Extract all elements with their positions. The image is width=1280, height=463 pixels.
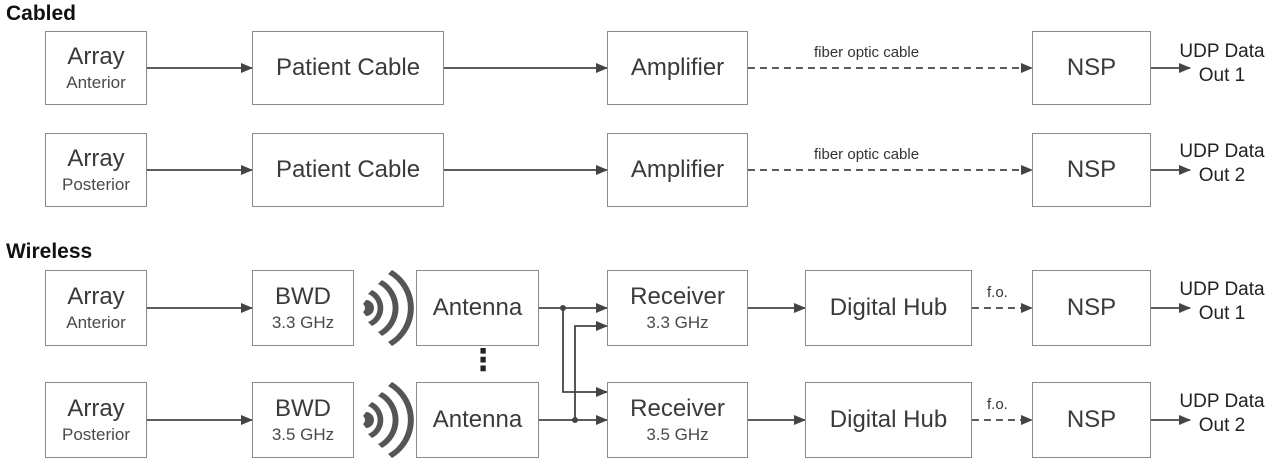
receiver-label: Receiver — [630, 283, 725, 310]
array-box: Array Posterior — [45, 133, 147, 207]
nsp-box: NSP — [1032, 133, 1151, 207]
bwd-frequency-label: 3.3 GHz — [271, 312, 335, 332]
patient-cable-box: Patient Cable — [252, 31, 444, 105]
fo-label: f.o. — [987, 396, 1008, 413]
fiber-optic-label: fiber optic cable — [814, 146, 920, 163]
antenna2-to-receiver1 — [574, 321, 608, 420]
digital-hub-label: Digital Hub — [829, 294, 948, 322]
udp-output-line1: UDP Data — [1179, 391, 1265, 412]
antenna-label: Antenna — [432, 294, 523, 322]
amplifier-label: Amplifier — [630, 156, 725, 184]
array-position-label: Anterior — [66, 312, 126, 332]
udp-output-label: UDP Data Out 1 — [1167, 278, 1277, 326]
receiver-box: Receiver 3.3 GHz — [607, 270, 748, 346]
array-position-label: Anterior — [66, 72, 126, 92]
antenna-box: Antenna — [416, 382, 539, 458]
nsp-box: NSP — [1032, 382, 1151, 458]
nsp-label: NSP — [1066, 294, 1117, 322]
receiver-box: Receiver 3.5 GHz — [607, 382, 748, 458]
nsp-box: NSP — [1032, 31, 1151, 105]
digital-hub-label: Digital Hub — [829, 406, 948, 434]
udp-output-line1: UDP Data — [1179, 279, 1265, 300]
more-antennas-ellipsis: ⋮ — [468, 344, 498, 377]
array-position-label: Posterior — [61, 174, 131, 194]
udp-output-line2: Out 1 — [1198, 64, 1246, 86]
wireless-signal-icon — [363, 270, 414, 346]
receiver-frequency-label: 3.3 GHz — [646, 312, 709, 332]
antenna1-to-receiver2 — [562, 308, 608, 397]
junction-dot — [572, 417, 578, 423]
digital-hub-box: Digital Hub — [805, 270, 972, 346]
section-title-cabled: Cabled — [6, 2, 77, 25]
array-position-label: Posterior — [61, 424, 131, 444]
array-box: Array Anterior — [45, 31, 147, 105]
receiver-label: Receiver — [630, 395, 725, 422]
array-label: Array — [67, 43, 125, 70]
udp-output-line1: UDP Data — [1179, 141, 1265, 162]
array-label: Array — [67, 395, 125, 422]
antenna-label: Antenna — [432, 406, 523, 434]
bwd-label: BWD — [275, 283, 331, 310]
junction-dot — [560, 305, 566, 311]
patient-cable-label: Patient Cable — [275, 54, 421, 82]
udp-output-line2: Out 2 — [1198, 414, 1246, 436]
antenna-box: Antenna — [416, 270, 539, 346]
bwd-box: BWD 3.3 GHz — [252, 270, 354, 346]
amplifier-box: Amplifier — [607, 133, 748, 207]
udp-output-label: UDP Data Out 2 — [1167, 390, 1277, 438]
bwd-box: BWD 3.5 GHz — [252, 382, 354, 458]
receiver-frequency-label: 3.5 GHz — [646, 424, 709, 444]
wireless-signal-icon — [363, 382, 414, 458]
udp-output-line2: Out 1 — [1198, 302, 1246, 324]
fiber-optic-label: fiber optic cable — [814, 44, 920, 61]
section-title-wireless: Wireless — [6, 240, 93, 263]
bwd-frequency-label: 3.5 GHz — [271, 424, 335, 444]
array-box: Array Posterior — [45, 382, 147, 458]
udp-output-label: UDP Data Out 2 — [1167, 140, 1277, 188]
array-box: Array Anterior — [45, 270, 147, 346]
amplifier-label: Amplifier — [630, 54, 725, 82]
udp-output-line1: UDP Data — [1179, 41, 1265, 62]
fo-label: f.o. — [987, 284, 1008, 301]
nsp-box: NSP — [1032, 270, 1151, 346]
digital-hub-box: Digital Hub — [805, 382, 972, 458]
amplifier-box: Amplifier — [607, 31, 748, 105]
nsp-label: NSP — [1066, 406, 1117, 434]
bwd-label: BWD — [275, 395, 331, 422]
nsp-label: NSP — [1066, 156, 1117, 184]
udp-output-label: UDP Data Out 1 — [1167, 40, 1277, 88]
patient-cable-label: Patient Cable — [275, 156, 421, 184]
nsp-label: NSP — [1066, 54, 1117, 82]
array-label: Array — [67, 283, 125, 310]
array-label: Array — [67, 145, 125, 172]
patient-cable-box: Patient Cable — [252, 133, 444, 207]
udp-output-line2: Out 2 — [1198, 164, 1246, 186]
